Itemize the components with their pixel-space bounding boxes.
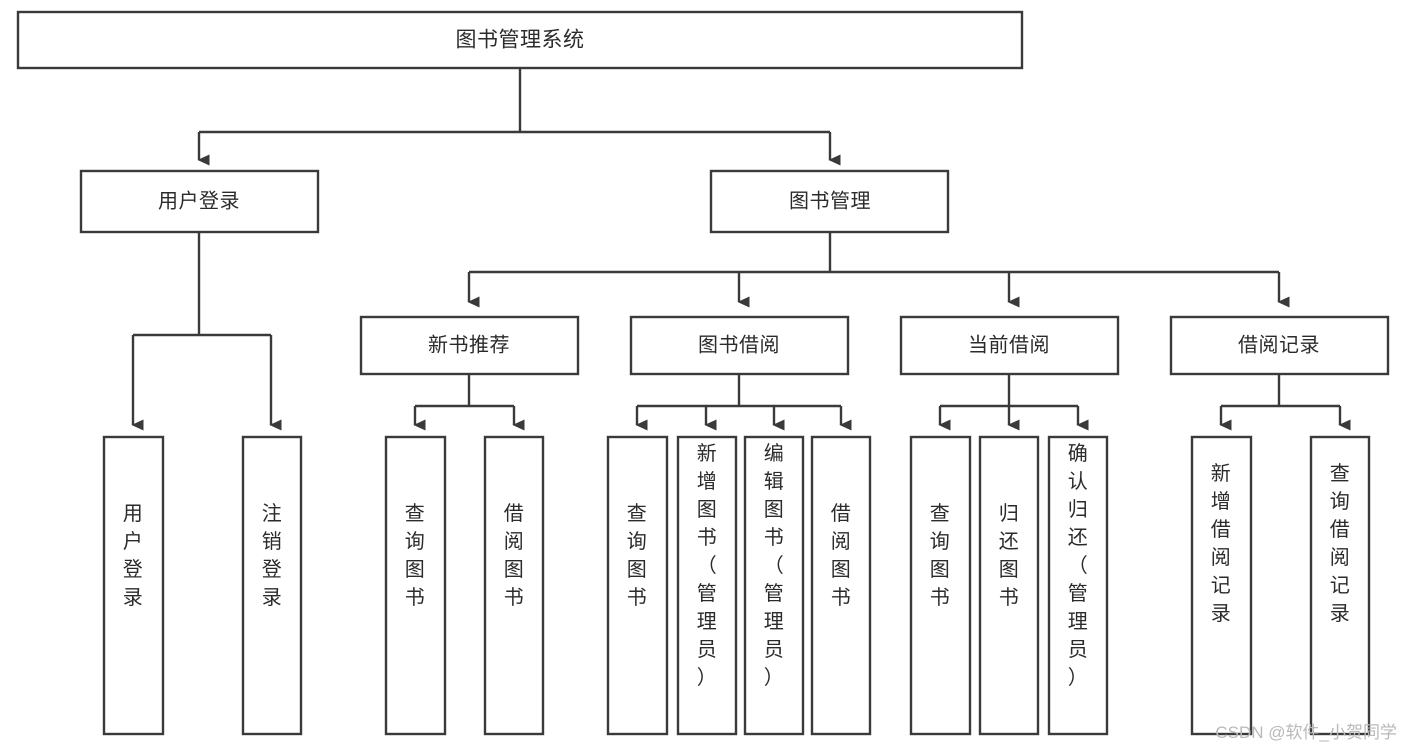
connector-group-new-book-recommend: [413, 374, 525, 431]
node-book-borrow-box: [629, 315, 850, 376]
node-leaf-borrow-book-2-box: [810, 435, 872, 736]
node-leaf-confirm-return[interactable]: 确认归还（管理员）: [1047, 435, 1109, 736]
node-leaf-user-login-box: [102, 435, 165, 736]
node-leaf-query-book-3-label: 查询图书: [930, 502, 951, 609]
node-borrow-record-label: 借阅记录: [1238, 333, 1320, 356]
node-leaf-return-book-label: 归还图书: [999, 502, 1020, 609]
node-root[interactable]: 图书管理系统: [16, 10, 1024, 70]
node-leaf-add-record[interactable]: 新增借阅记录: [1190, 435, 1253, 736]
node-leaf-confirm-return-label: 确认归还（管理员）: [1068, 442, 1089, 689]
node-new-book-recommend-label: 新书推荐: [428, 333, 510, 356]
node-leaf-return-book[interactable]: 归还图书: [978, 435, 1040, 736]
node-leaf-add-book[interactable]: 新增图书（管理员）: [676, 435, 738, 736]
connector-group-book-borrow: [635, 374, 852, 431]
node-root-label: 图书管理系统: [456, 29, 585, 52]
csdn-watermark: CSDN @软件_小贺同学: [1215, 723, 1397, 742]
node-leaf-query-book-2-label: 查询图书: [627, 502, 648, 609]
node-leaf-confirm-return-box: [1047, 435, 1109, 736]
node-leaf-logout-login-box: [241, 435, 303, 736]
node-user-login[interactable]: 用户登录: [79, 169, 320, 234]
node-leaf-borrow-book-1-box: [483, 435, 545, 736]
connector-group-current-borrow: [938, 374, 1089, 431]
node-book-borrow-label: 图书借阅: [698, 333, 780, 356]
node-new-book-recommend[interactable]: 新书推荐: [359, 315, 580, 376]
node-leaf-edit-book[interactable]: 编辑图书（管理员）: [743, 435, 805, 736]
node-leaf-query-book-3-box: [909, 435, 972, 736]
node-borrow-record-box: [1169, 315, 1390, 376]
node-leaf-query-record[interactable]: 查询借阅记录: [1309, 435, 1371, 736]
connector-group-borrow-record: [1219, 374, 1351, 431]
node-leaf-add-book-label: 新增图书（管理员）: [697, 442, 718, 689]
node-leaf-borrow-book-1-label: 借阅图书: [504, 502, 525, 609]
node-new-book-recommend-box: [359, 315, 580, 376]
node-current-borrow-box: [899, 315, 1120, 376]
node-current-borrow[interactable]: 当前借阅: [899, 315, 1120, 376]
node-current-borrow-label: 当前借阅: [968, 333, 1050, 356]
node-leaf-edit-book-box: [743, 435, 805, 736]
node-root-box: [16, 10, 1024, 70]
connector-group-root: [197, 68, 841, 166]
node-leaf-query-record-label: 查询借阅记录: [1330, 462, 1351, 625]
node-user-login-box: [79, 169, 320, 234]
node-leaf-return-book-box: [978, 435, 1040, 736]
node-leaf-query-book-1-box: [384, 435, 447, 736]
node-leaf-borrow-book-2[interactable]: 借阅图书: [810, 435, 872, 736]
node-leaf-add-record-label: 新增借阅记录: [1211, 462, 1232, 625]
node-leaf-user-login[interactable]: 用户登录: [102, 435, 165, 736]
node-leaf-logout-login-label: 注销登录: [262, 502, 283, 609]
node-leaf-query-book-3[interactable]: 查询图书: [909, 435, 972, 736]
node-leaf-borrow-book-1[interactable]: 借阅图书: [483, 435, 545, 736]
node-leaf-add-book-box: [676, 435, 738, 736]
node-leaf-edit-book-label: 编辑图书（管理员）: [764, 442, 785, 689]
node-book-borrow[interactable]: 图书借阅: [629, 315, 850, 376]
node-leaf-query-book-1-label: 查询图书: [405, 502, 426, 609]
node-leaf-user-login-label: 用户登录: [123, 503, 144, 609]
node-book-manage[interactable]: 图书管理: [709, 169, 950, 234]
node-user-login-label: 用户登录: [158, 189, 240, 212]
node-leaf-add-record-box: [1190, 435, 1253, 736]
node-borrow-record[interactable]: 借阅记录: [1169, 315, 1390, 376]
node-leaf-query-book-2-box: [606, 435, 669, 736]
node-leaf-logout-login[interactable]: 注销登录: [241, 435, 303, 736]
connector-group-book-manage: [467, 232, 1290, 308]
node-leaf-query-book-1[interactable]: 查询图书: [384, 435, 447, 736]
node-book-manage-box: [709, 169, 950, 234]
node-leaf-query-book-2[interactable]: 查询图书: [606, 435, 669, 736]
node-leaf-borrow-book-2-label: 借阅图书: [831, 502, 852, 609]
node-leaf-query-record-box: [1309, 435, 1371, 736]
node-book-manage-label: 图书管理: [789, 189, 871, 212]
connector-group-user-login: [131, 232, 282, 431]
